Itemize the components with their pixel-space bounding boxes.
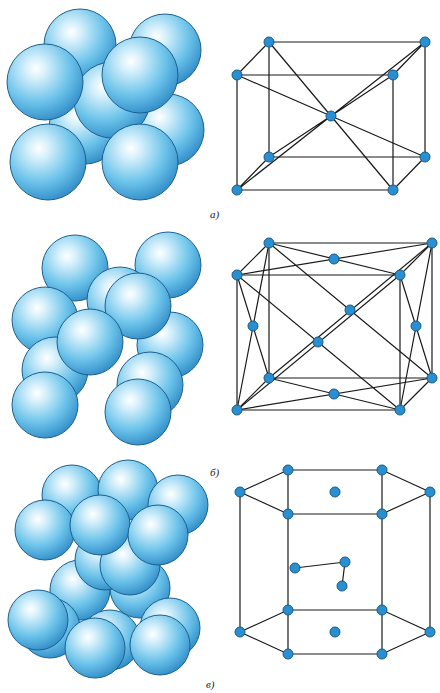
atom-dot	[411, 321, 421, 331]
fcc-lattice	[237, 243, 432, 410]
lattice-atoms	[232, 37, 430, 195]
atom-dot	[264, 373, 274, 383]
atom-dot	[330, 487, 340, 497]
lattice-atoms	[232, 238, 437, 415]
atom-dot	[337, 581, 347, 591]
atom-dot	[345, 305, 355, 315]
atom-dot	[326, 111, 336, 121]
atom-dot	[313, 337, 323, 347]
hexagon-edge	[240, 470, 430, 514]
atom-sphere	[130, 615, 190, 675]
bcc-sphere-packing	[7, 9, 204, 200]
lattice-atoms	[235, 465, 435, 659]
panel-label-holder: б)	[210, 462, 219, 480]
atom-sphere	[70, 495, 130, 555]
atom-dot	[340, 557, 350, 567]
face-diagonal	[400, 243, 432, 410]
panel-label: б)	[210, 466, 219, 478]
atom-dot	[388, 70, 398, 80]
atom-dot	[232, 185, 242, 195]
hcp-lattice	[240, 470, 430, 654]
atom-dot	[330, 627, 340, 637]
atom-sphere	[10, 124, 86, 200]
atom-dot	[283, 605, 293, 615]
atom-sphere	[128, 505, 188, 565]
atom-sphere	[102, 37, 178, 113]
atom-dot	[420, 37, 430, 47]
panel-label: а)	[210, 208, 219, 220]
panel-label-holder: в)	[206, 674, 214, 692]
inner-bond	[295, 562, 345, 586]
atom-dot	[377, 649, 387, 659]
atom-dot	[248, 321, 258, 331]
face-diagonal	[237, 378, 432, 410]
cube-edge	[237, 42, 425, 190]
panel-label: в)	[206, 678, 214, 690]
atom-dot	[235, 487, 245, 497]
atom-dot	[427, 238, 437, 248]
atom-dot	[425, 487, 435, 497]
atom-sphere	[7, 44, 83, 120]
atom-dot	[232, 405, 242, 415]
atom-dot	[395, 270, 405, 280]
body-diagonal	[237, 42, 425, 190]
hexagon-edge	[240, 610, 430, 654]
panel-label-holder: а)	[210, 204, 219, 222]
atom-dot	[427, 373, 437, 383]
atom-sphere	[8, 590, 68, 650]
bcc-lattice	[237, 42, 425, 190]
atom-dot	[232, 270, 242, 280]
fcc-sphere-packing	[12, 232, 203, 445]
atom-sphere	[65, 618, 125, 678]
atom-dot	[264, 238, 274, 248]
atom-sphere	[102, 124, 178, 200]
atom-sphere	[15, 500, 75, 560]
face-diagonal	[237, 243, 432, 275]
atom-dot	[377, 465, 387, 475]
atom-dot	[395, 405, 405, 415]
atom-dot	[420, 152, 430, 162]
atom-dot	[232, 70, 242, 80]
atom-dot	[388, 185, 398, 195]
atom-dot	[283, 649, 293, 659]
atom-sphere	[12, 372, 78, 438]
atom-sphere	[105, 379, 171, 445]
atom-dot	[329, 254, 339, 264]
prism-edge	[240, 470, 430, 654]
atom-dot	[235, 627, 245, 637]
atom-dot	[425, 627, 435, 637]
atom-dot	[283, 509, 293, 519]
atom-dot	[377, 509, 387, 519]
atom-dot	[377, 605, 387, 615]
atom-dot	[264, 37, 274, 47]
atom-dot	[329, 389, 339, 399]
face-diagonal	[237, 243, 269, 410]
atom-dot	[264, 152, 274, 162]
atom-dot	[290, 563, 300, 573]
atom-sphere	[57, 309, 123, 375]
cube-edge	[237, 243, 432, 410]
hcp-sphere-packing	[8, 460, 208, 678]
atom-dot	[283, 465, 293, 475]
